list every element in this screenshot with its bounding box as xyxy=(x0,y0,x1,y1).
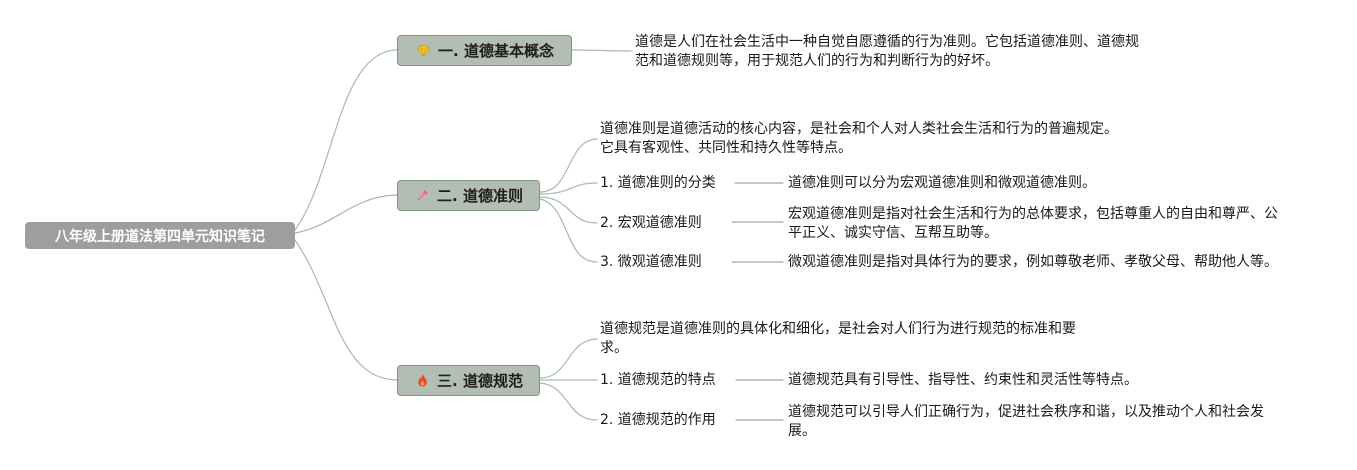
subtopic-label[interactable]: 2. 道德规范的作用 xyxy=(600,412,716,428)
subtopic-note[interactable]: 道德规范具有引导性、指导性、约束性和灵活性等特点。 xyxy=(788,372,1138,388)
subtopic-note[interactable]: 微观道德准则是指对具体行为的要求，例如尊敬老师、孝敬父母、帮助他人等。 xyxy=(788,254,1278,270)
subtopic-label[interactable]: 2. 宏观道德准则 xyxy=(600,215,702,231)
root-label: 八年级上册道法第四单元知识笔记 xyxy=(55,228,265,245)
subtopic-label[interactable]: 1. 道德规范的特点 xyxy=(600,372,716,388)
subtopic-label[interactable]: 3. 微观道德准则 xyxy=(600,254,702,270)
branch-label: 二. 道德准则 xyxy=(437,187,523,205)
branch-label: 一. 道德基本概念 xyxy=(438,42,554,60)
subtopic-label[interactable]: 1. 道德准则的分类 xyxy=(600,175,716,191)
topic-note[interactable]: 道德是人们在社会生活中一种自觉自愿遵循的行为准则。它包括道德准则、道德规范和道德… xyxy=(635,34,1139,69)
root-node[interactable]: 八年级上册道法第四单元知识笔记 xyxy=(25,222,295,249)
branch-node-moral-norms[interactable]: 三. 道德规范 xyxy=(397,365,540,396)
subtopic-note[interactable]: 道德规范可以引导人们正确行为，促进社会秩序和谐，以及推动个人和社会发展。 xyxy=(788,404,1264,439)
branch-label: 三. 道德规范 xyxy=(437,372,523,390)
flame-icon xyxy=(414,373,430,389)
topic-note[interactable]: 道德准则是道德活动的核心内容，是社会和个人对人类社会生活和行为的普遍规定。它具有… xyxy=(600,121,1118,156)
subtopic-note[interactable]: 道德准则可以分为宏观道德准则和微观道德准则。 xyxy=(788,175,1096,191)
dart-icon xyxy=(414,188,430,204)
gem-icon xyxy=(415,43,431,59)
branch-node-moral-basic-concept[interactable]: 一. 道德基本概念 xyxy=(397,35,572,66)
branch-node-moral-principles[interactable]: 二. 道德准则 xyxy=(397,180,540,211)
subtopic-note[interactable]: 宏观道德准则是指对社会生活和行为的总体要求，包括尊重人的自由和尊严、公平正义、诚… xyxy=(788,206,1278,241)
topic-note[interactable]: 道德规范是道德准则的具体化和细化，是社会对人们行为进行规范的标准和要求。 xyxy=(600,321,1076,356)
